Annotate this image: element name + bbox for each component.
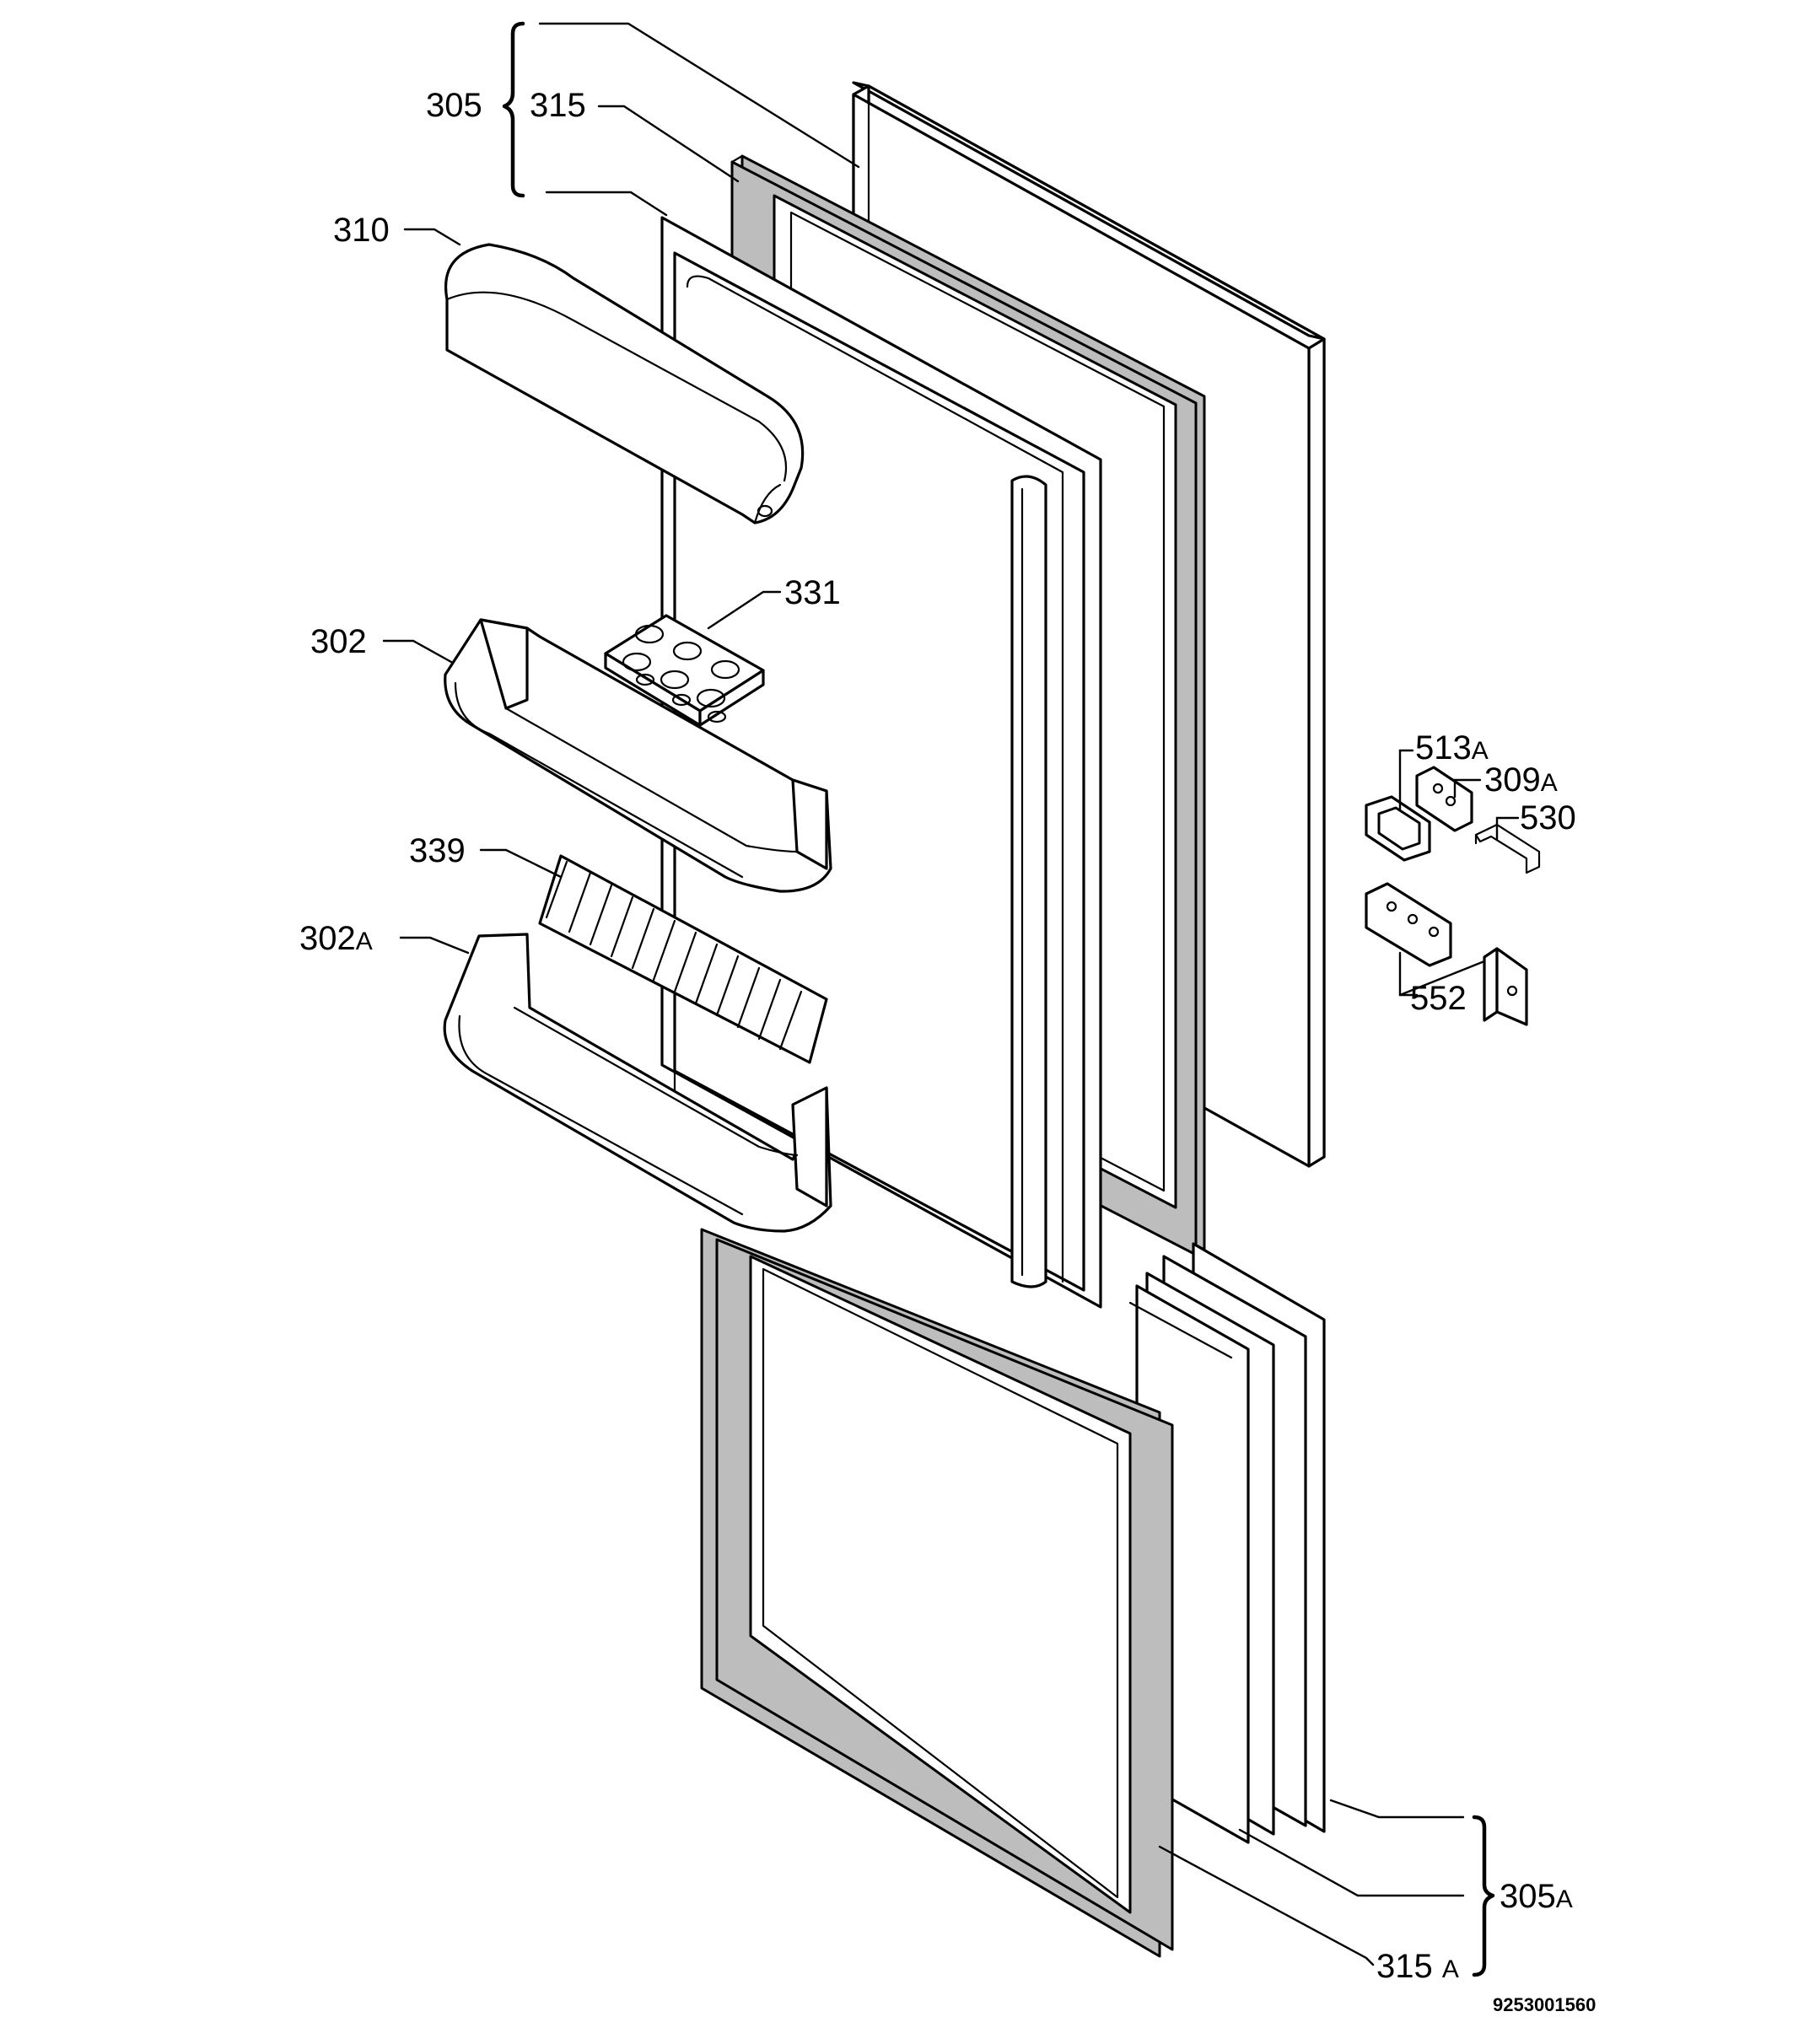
hinge-cover-513a (1365, 795, 1431, 862)
egg-tray (604, 614, 765, 727)
hinge-plate-309a (1415, 766, 1473, 832)
label-309a: 309A (1484, 761, 1558, 799)
label-552: 552 (1410, 980, 1467, 1017)
label-339: 339 (409, 832, 466, 869)
label-331: 331 (784, 574, 841, 611)
label-310: 310 (333, 212, 390, 249)
label-315a: 315 A (1376, 1948, 1459, 1985)
drawing-code: 9253001560 (1493, 1994, 1596, 2015)
label-513a: 513A (1415, 729, 1489, 766)
label-305: 305 (426, 87, 482, 124)
label-302: 302 (310, 623, 367, 660)
retainer-ribs (568, 871, 803, 1051)
label-530: 530 (1520, 799, 1576, 836)
lower-door-gasket (700, 1228, 1174, 1958)
dairy-compartment-cover (444, 243, 805, 524)
label-315: 315 (530, 87, 586, 124)
bottle-retainer-rail (538, 854, 828, 1064)
door-shelf-upper (444, 618, 832, 893)
hinge-bracket-552-b (1483, 947, 1528, 1026)
door-shelf-lower (443, 933, 832, 1233)
label-302a: 302A (299, 920, 373, 957)
label-305a: 305A (1500, 1878, 1573, 1915)
brace-305a (1472, 1815, 1495, 1977)
brace-305 (502, 21, 525, 198)
hinge-bracket-552-a (1365, 882, 1452, 967)
part-labels: 305 315 310 331 302 339 302A 513A 309A 5… (299, 87, 1596, 2015)
leader-lines (382, 22, 1520, 1966)
spring-clip-530 (1474, 823, 1541, 874)
